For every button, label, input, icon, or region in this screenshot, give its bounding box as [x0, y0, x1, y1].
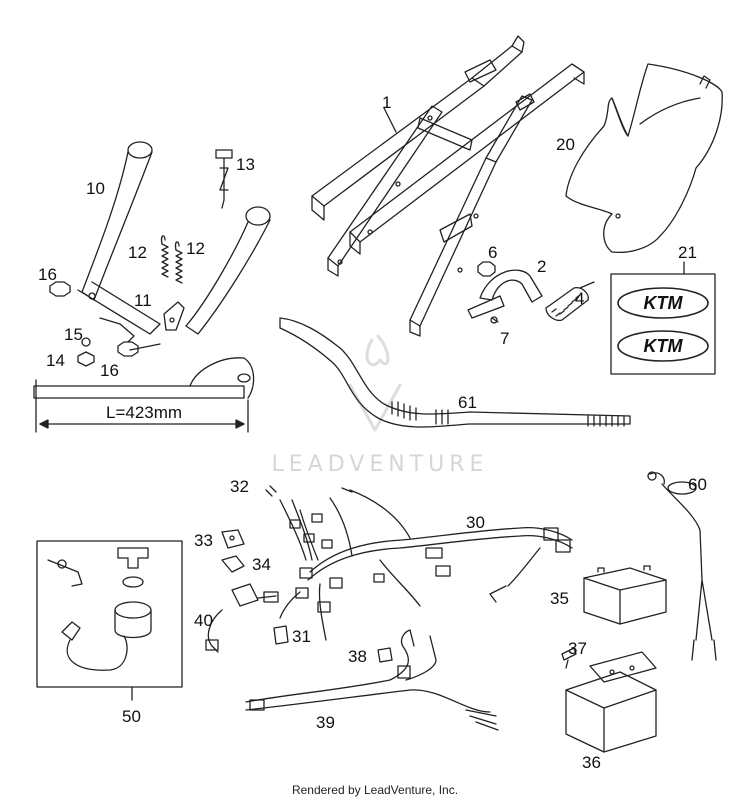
callout-1: 1 [382, 93, 392, 112]
callout-31: 31 [292, 627, 311, 646]
callout-20: 20 [556, 135, 575, 154]
callout-50: 50 [122, 707, 141, 726]
sub-harness [245, 629, 499, 731]
stand-length-dimension: L=423mm [106, 403, 183, 422]
side-stand [77, 141, 271, 343]
callout-37: 37 [568, 639, 587, 658]
callout-38: 38 [348, 647, 367, 666]
subframe [311, 35, 585, 337]
callout-33: 33 [194, 531, 213, 550]
stand-leg [33, 357, 255, 433]
callout-36: 36 [582, 753, 601, 772]
callout-32: 32 [230, 477, 249, 496]
ktm-sticker-set: KTM KTM [610, 261, 716, 375]
spring-hook-tool [215, 149, 233, 209]
battery [583, 565, 667, 625]
callout-61: 61 [458, 393, 477, 412]
callout-21: 21 [678, 243, 697, 262]
ignition-switch-kit [36, 540, 183, 701]
springs [160, 235, 183, 284]
spring-bracket [163, 301, 185, 331]
callout-15: 15 [64, 325, 83, 344]
callout-6: 6 [488, 243, 498, 262]
footer-credit: Rendered by LeadVenture, Inc. [291, 783, 459, 797]
callout-7: 7 [500, 329, 510, 348]
callout-30: 30 [466, 513, 485, 532]
footpeg [545, 281, 595, 322]
harness-bracket [273, 625, 289, 645]
callout-13: 13 [236, 155, 255, 174]
sticker-text-top: KTM [644, 293, 684, 313]
callout-12-right: 12 [186, 239, 205, 258]
battery-screw [561, 647, 577, 669]
handlebar [279, 317, 631, 428]
callout-12-left: 12 [128, 243, 147, 262]
callout-16-bottom: 16 [100, 361, 119, 380]
number-plate [565, 63, 723, 254]
stand-hardware [49, 281, 161, 367]
callout-16-top: 16 [38, 265, 57, 284]
starter-relay [205, 583, 279, 653]
callout-40: 40 [194, 611, 213, 630]
watermark-text: LEADVENTURE [271, 452, 489, 477]
callout-60: 60 [688, 475, 707, 494]
battery-holder [565, 651, 657, 753]
callout-34: 34 [252, 555, 271, 574]
wiring-harness [265, 485, 573, 641]
callout-2: 2 [537, 257, 547, 276]
relay-clip [221, 529, 245, 573]
callout-35: 35 [550, 589, 569, 608]
callout-14: 14 [46, 351, 65, 370]
throttle-cable [647, 471, 717, 661]
footrest-bracket [467, 261, 543, 324]
callout-39: 39 [316, 713, 335, 732]
callout-4: 4 [575, 289, 585, 308]
callout-11: 11 [134, 291, 152, 310]
sticker-text-bottom: KTM [644, 336, 684, 356]
callout-10: 10 [86, 179, 105, 198]
